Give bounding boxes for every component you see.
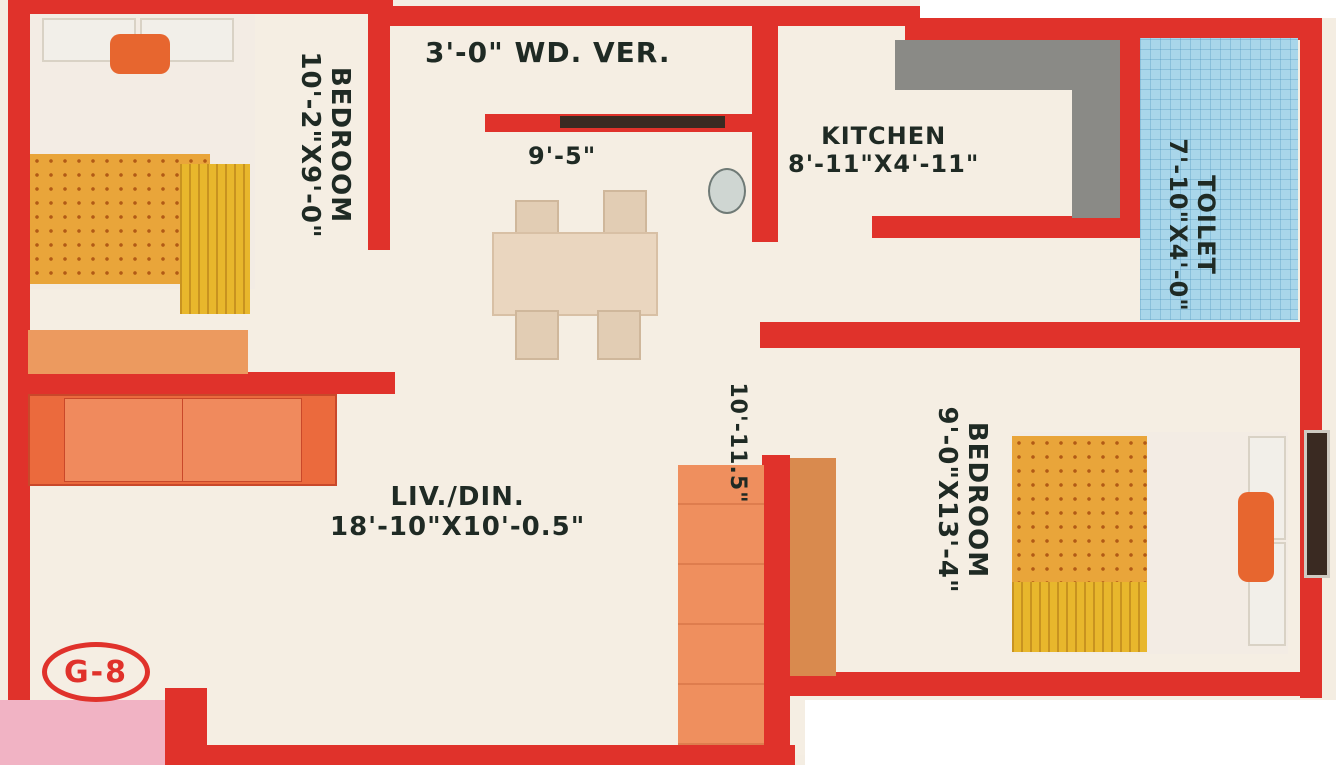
cushion [64,398,184,482]
outer-wall-bottom-mid [195,745,795,765]
wall-toilet-left [1118,26,1140,238]
outside-area-top [920,0,1336,18]
wardrobe-top-left [28,330,248,374]
kitchen-label: KITCHEN 8'-11"X4'-11" [788,122,979,178]
window [560,116,725,128]
outer-wall-right [1300,18,1322,698]
unit-badge: G-8 [42,642,150,702]
wall-kitchen-bottom [872,216,1137,238]
outer-wall-top-mid [375,6,920,26]
room-name: BEDROOM [325,66,355,224]
neighbor-area [0,700,195,765]
dining-table [492,232,658,316]
dining-chair [603,190,647,236]
dining-chair [515,310,559,360]
room-size: 18'-10"x10'-0.5" [330,512,586,542]
window-right [1304,430,1330,578]
blanket [1012,582,1147,652]
wall-bedroom1-right [368,0,390,250]
room-size: 7'-10"X4'-0" [1164,138,1192,312]
pillow-accent [110,34,170,74]
verandah-label: 3'-0" WD. VER. [425,36,671,69]
room-name: KITCHEN [821,122,947,150]
wall-bedroom2-left [762,455,790,750]
dining-chair [597,310,641,360]
pillow-accent [1238,492,1274,582]
bedroom-top-left-label: BEDROOM 10'-2"X9'-0" [295,0,355,295]
room-size: 9'-0"x13'-4" [932,406,962,594]
bed-top-left [30,14,255,314]
wall-bedroom2-top [760,322,1320,348]
outer-wall-top-right [905,18,1315,40]
bedroom-bottom-right-label: BEDROOM 9'-0"x13'-4" [932,360,992,640]
wardrobe-right [678,465,764,745]
toilet-label: TOILET 7'-10"X4'-0" [1160,95,1220,355]
room-name: BEDROOM [962,421,992,579]
wardrobe-panel [790,458,836,676]
outside-area [805,700,1336,765]
passage-dimension: 9'-5" [528,142,597,170]
blanket [180,164,250,314]
cushion [182,398,302,482]
bed-bottom-right [1012,432,1288,654]
sink-icon [708,168,746,214]
living-depth-dimension: 10'-11.5" [725,382,750,504]
room-size: 8'-11"X4'-11" [788,150,980,178]
living-dining-label: LIV./DIN. 18'-10"x10'-0.5" [330,482,585,542]
outer-wall-bottom-right [790,672,1320,696]
sofa-left [28,394,337,486]
wall-kitchen-left [752,12,778,242]
room-name: TOILET [1192,175,1220,275]
room-size: 10'-2"X9'-0" [295,51,325,239]
kitchen-counter-side [1072,40,1120,218]
toilet-tiles [1140,38,1298,320]
wall-bedroom1-bottom [8,372,395,394]
room-name: LIV./DIN. [390,482,525,512]
outer-wall-left [8,0,30,700]
outer-wall-top-left [8,0,393,14]
